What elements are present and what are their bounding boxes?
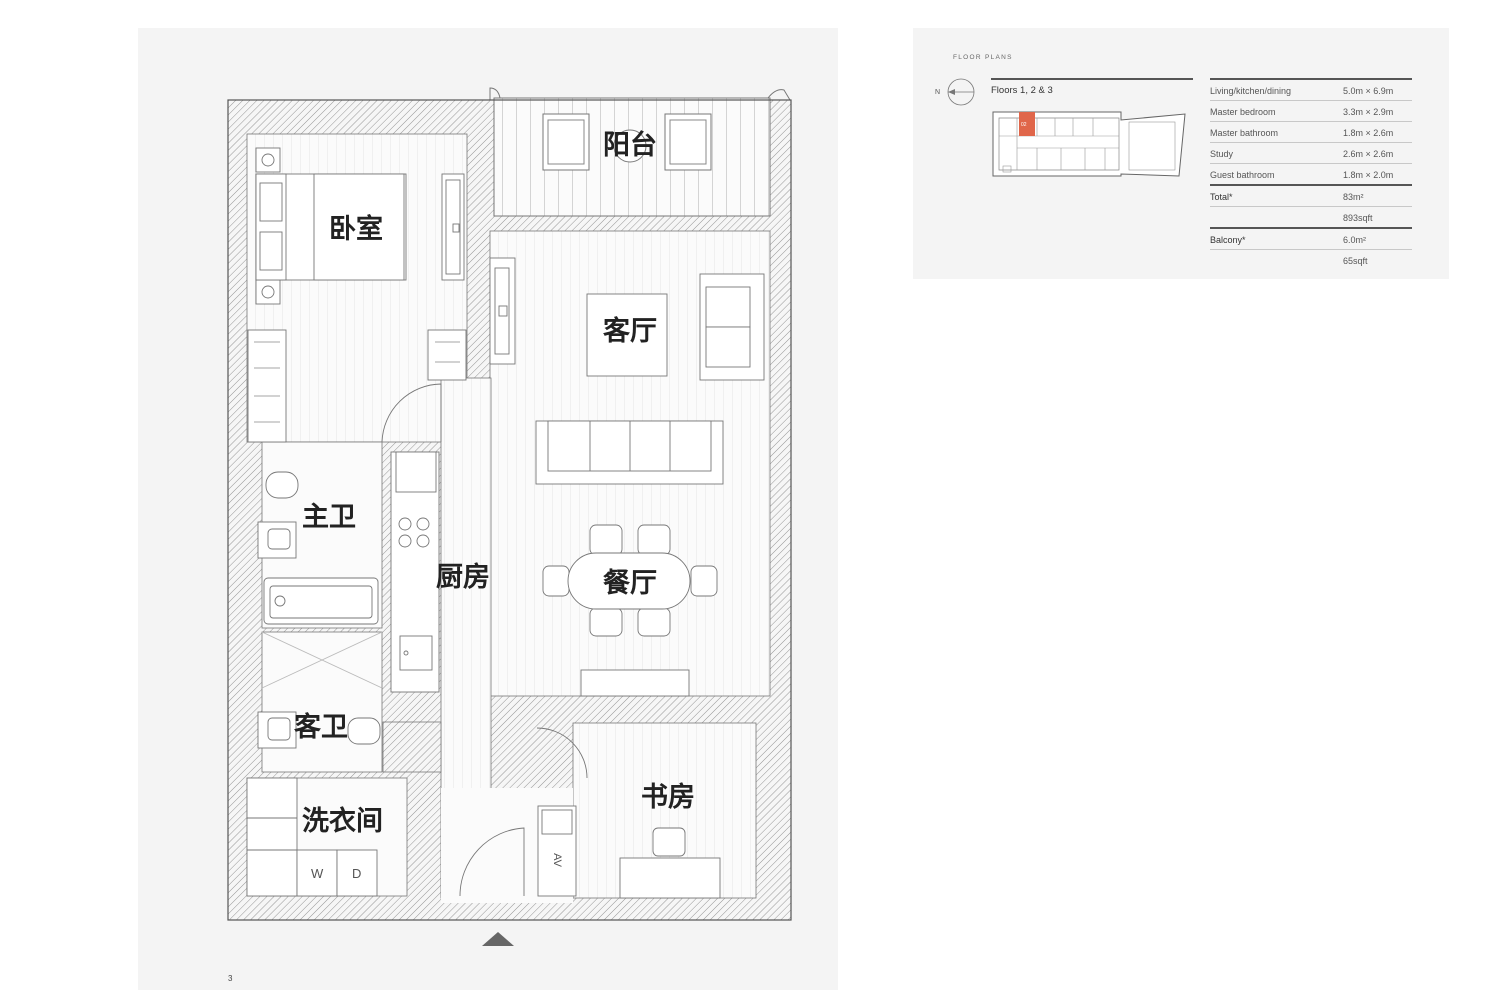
spec-row: Master bathroom 1.8m × 2.6m xyxy=(1210,121,1412,142)
key-plan xyxy=(992,111,1186,177)
room-label-dining: 餐厅 xyxy=(603,568,657,599)
floors-rule xyxy=(991,78,1193,80)
spec-value: 6.0m² xyxy=(1343,235,1367,245)
entrance-arrow xyxy=(482,932,514,946)
room-label-balcony: 阳台 xyxy=(603,130,657,161)
floors-label: Floors 1, 2 & 3 xyxy=(991,85,1053,96)
room-label-kitchen: 厨房 xyxy=(436,562,490,593)
spec-label: Guest bathroom xyxy=(1210,170,1275,180)
section-label: FLOOR PLANS xyxy=(953,54,1013,61)
spec-value: 3.3m × 2.9m xyxy=(1343,107,1394,117)
spec-value: 1.8m × 2.6m xyxy=(1343,128,1394,138)
spec-row: Study 2.6m × 2.6m xyxy=(1210,142,1412,163)
spec-row: 65sqft xyxy=(1210,249,1412,270)
master-bath-fixtures xyxy=(257,471,379,625)
spec-label: Master bedroom xyxy=(1210,107,1276,117)
spec-value: 1.8m × 2.0m xyxy=(1343,170,1394,180)
dryer-label: D xyxy=(352,866,362,881)
study-furniture xyxy=(537,805,721,899)
spec-table: Living/kitchen/dining 5.0m × 6.9m Master… xyxy=(1210,78,1412,270)
room-label-master-bath: 主卫 xyxy=(302,502,356,533)
unit-tag: 02 xyxy=(1021,122,1027,128)
spec-value: 5.0m × 6.9m xyxy=(1343,86,1394,96)
dining-furniture xyxy=(542,524,718,697)
floor-plan-page: 阳台 卧室 客厅 主卫 厨房 餐厅 客卫 洗衣间 书房 W D AV 3 xyxy=(138,28,838,990)
balcony-area xyxy=(489,87,791,217)
guest-bath-fixtures xyxy=(257,631,383,749)
washer-label: W xyxy=(311,866,324,881)
spec-label: Living/kitchen/dining xyxy=(1210,86,1292,96)
room-label-study: 书房 xyxy=(641,782,695,813)
spec-value: 65sqft xyxy=(1343,256,1368,266)
spec-label: Study xyxy=(1210,149,1234,159)
spec-row: Master bedroom 3.3m × 2.9m xyxy=(1210,100,1412,121)
spec-label: Master bathroom xyxy=(1210,128,1279,138)
spec-label: Total* xyxy=(1210,192,1233,202)
laundry-fixtures xyxy=(246,777,378,897)
spec-row: 893sqft xyxy=(1210,206,1412,227)
bedroom-furniture xyxy=(247,147,467,443)
floor-plan-info-card: FLOOR PLANS N Floors 1, 2 & 3 02 xyxy=(913,28,1449,279)
floor-plan-drawing xyxy=(227,87,792,946)
room-label-living: 客厅 xyxy=(603,316,657,347)
spec-value: 893sqft xyxy=(1343,213,1373,223)
spec-row-total: Total* 83m² xyxy=(1210,184,1412,206)
kitchen-furniture xyxy=(390,451,440,693)
spec-row-balcony: Balcony* 6.0m² xyxy=(1210,227,1412,249)
room-label-laundry: 洗衣间 xyxy=(302,806,383,837)
spec-row: Living/kitchen/dining 5.0m × 6.9m xyxy=(1210,78,1412,100)
doors xyxy=(381,383,588,897)
spec-value: 83m² xyxy=(1343,192,1364,202)
living-furniture xyxy=(489,257,765,485)
compass-north-label: N xyxy=(935,89,941,96)
spec-label: Balcony* xyxy=(1210,235,1246,245)
room-label-guest-bath: 客卫 xyxy=(294,712,348,743)
page-number: 3 xyxy=(228,974,233,983)
room-label-bedroom: 卧室 xyxy=(329,214,383,245)
compass-icon xyxy=(947,78,975,106)
spec-value: 2.6m × 2.6m xyxy=(1343,149,1394,159)
spec-row: Guest bathroom 1.8m × 2.0m xyxy=(1210,163,1412,184)
av-cabinet-label: AV xyxy=(550,853,563,867)
